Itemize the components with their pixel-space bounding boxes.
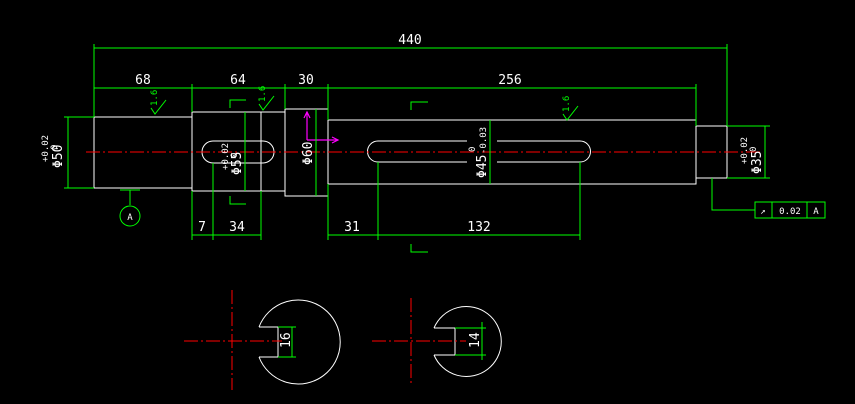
- ucs-icon: [303, 110, 340, 144]
- surface-finish-2-text: 1.6: [258, 86, 268, 102]
- dim-keyway2-offset: 31: [344, 220, 360, 235]
- dim-d35-tol-lower: 0: [749, 147, 759, 152]
- dim-keyway1-offset: 7: [198, 220, 206, 235]
- dim-d45-tol-upper: 0: [468, 147, 478, 152]
- dim-seg4-length: 256: [498, 73, 521, 88]
- section-2-key-width: 14: [468, 332, 483, 348]
- dim-d60: Φ60: [301, 142, 316, 165]
- dim-d50-tol-upper: +0.02: [41, 135, 51, 162]
- section-view-2: [372, 298, 502, 384]
- dim-keyway1-length: 34: [229, 220, 245, 235]
- dim-d50-tol-lower: 0: [50, 145, 60, 150]
- runout-value: 0.02: [779, 207, 801, 217]
- section-2-circle: [433, 306, 502, 377]
- dim-d45: Φ45: [475, 155, 490, 178]
- section-1-keyway: [259, 326, 279, 358]
- dim-d35-tol-upper: +0.02: [740, 137, 750, 164]
- runout-symbol: ↗: [760, 207, 765, 217]
- dimension-lines: [64, 44, 826, 253]
- dim-seg3-length: 30: [298, 73, 314, 88]
- keyway-2: [367, 140, 591, 163]
- keyway-1: [201, 140, 275, 164]
- dim-d55-tol-lower: 0: [230, 153, 240, 158]
- dim-d55-tol-upper: +0.02: [221, 143, 231, 170]
- dim-total-length: 440: [398, 33, 421, 48]
- section-1-key-width: 16: [279, 332, 294, 348]
- dim-seg1-length: 68: [135, 73, 151, 88]
- dim-d50: Φ50: [51, 145, 66, 168]
- dim-keyway2-length: 132: [467, 220, 490, 235]
- dim-d55: Φ55: [230, 152, 245, 175]
- dim-d35: Φ35: [750, 151, 765, 174]
- section-1-circle: [258, 299, 341, 385]
- section-view-1: [184, 290, 341, 390]
- surface-finish-1-text: 1.6: [150, 90, 160, 106]
- dim-seg2-length: 64: [230, 73, 246, 88]
- dim-d45-tol-lower: -0.03: [479, 127, 489, 154]
- runout-datum: A: [813, 207, 819, 217]
- surface-finish-3-text: 1.6: [562, 96, 572, 112]
- datum-a-label: A: [127, 213, 133, 223]
